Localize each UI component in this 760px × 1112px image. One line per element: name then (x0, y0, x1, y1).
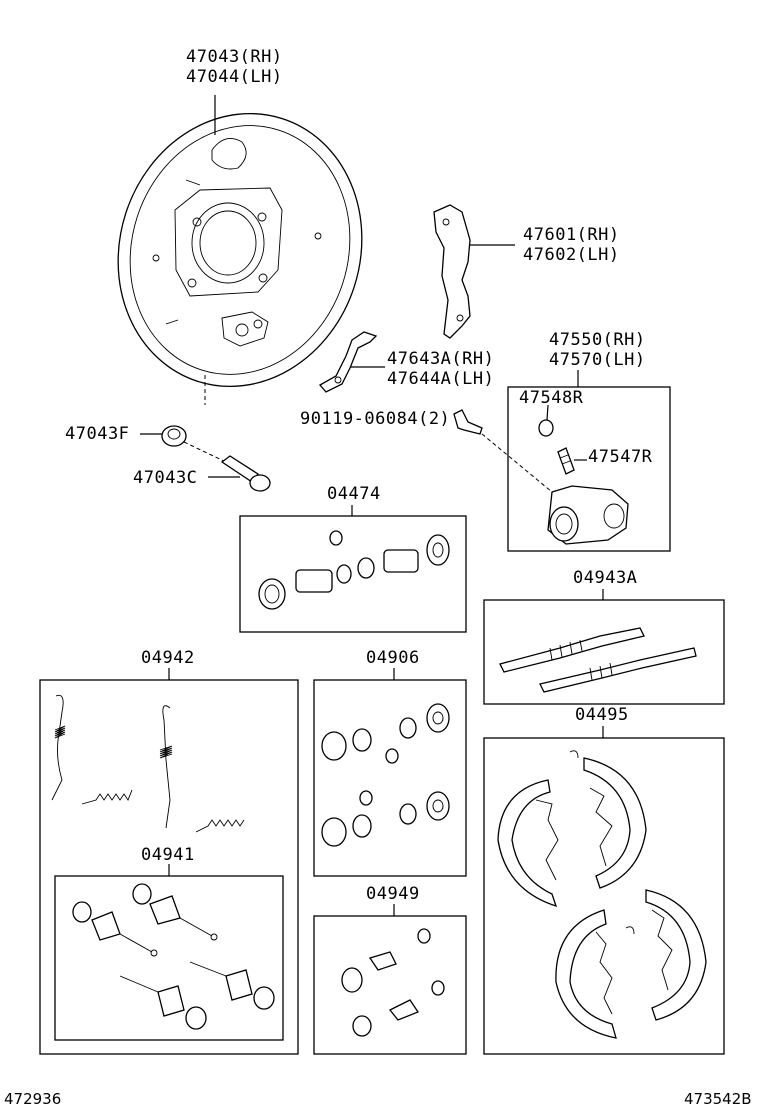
label-47602: 47602(LH) (523, 245, 620, 265)
backing-plate (117, 112, 363, 405)
bolt (453, 409, 483, 435)
wheel-cylinder-kit (321, 703, 450, 847)
kit-04949-box (313, 915, 467, 1055)
wheel-cylinder (547, 485, 629, 545)
strut (318, 331, 378, 393)
label-04906: 04906 (366, 648, 420, 668)
kit-04906-box (313, 679, 467, 877)
footer-left-code: 472936 (4, 1090, 62, 1108)
parking-brake-lever (433, 204, 471, 339)
wheel-cylinder-box (507, 386, 671, 552)
label-47043: 47043(RH) (186, 47, 283, 67)
label-47043c: 47043C (133, 468, 198, 488)
kit-04943A-box (483, 599, 725, 705)
label-47043f: 47043F (65, 424, 130, 444)
label-47570: 47570(LH) (549, 350, 646, 370)
bleeder-screw (557, 447, 575, 475)
label-47550: 47550(RH) (549, 330, 646, 350)
mounting-bolt (220, 455, 271, 492)
label-47644a: 47644A(LH) (387, 369, 495, 389)
label-90119: 90119-06084(2) (300, 409, 451, 429)
label-04941: 04941 (141, 845, 195, 865)
label-04942: 04942 (141, 648, 195, 668)
grommet (161, 425, 187, 447)
repair-kit-parts (341, 928, 445, 1037)
cylinder-kit-parts (258, 530, 450, 610)
hold-down-parts (72, 883, 275, 1030)
label-04495: 04495 (575, 705, 629, 725)
label-04943a: 04943A (573, 568, 638, 588)
label-47548r: 47548R (519, 388, 584, 408)
adjuster-assemblies (499, 627, 697, 693)
label-04474: 04474 (327, 484, 381, 504)
return-springs (51, 694, 245, 833)
label-04949: 04949 (366, 884, 420, 904)
bleeder-cap (538, 419, 554, 437)
kit-04495-box (483, 737, 725, 1055)
label-47547r: 47547R (588, 447, 653, 467)
brake-shoes (497, 750, 707, 1039)
label-47643a: 47643A(RH) (387, 349, 495, 369)
kit-04474-box (239, 515, 467, 633)
footer-right-code: 473542B (684, 1090, 752, 1108)
label-47044: 47044(LH) (186, 67, 283, 87)
label-47601: 47601(RH) (523, 225, 620, 245)
